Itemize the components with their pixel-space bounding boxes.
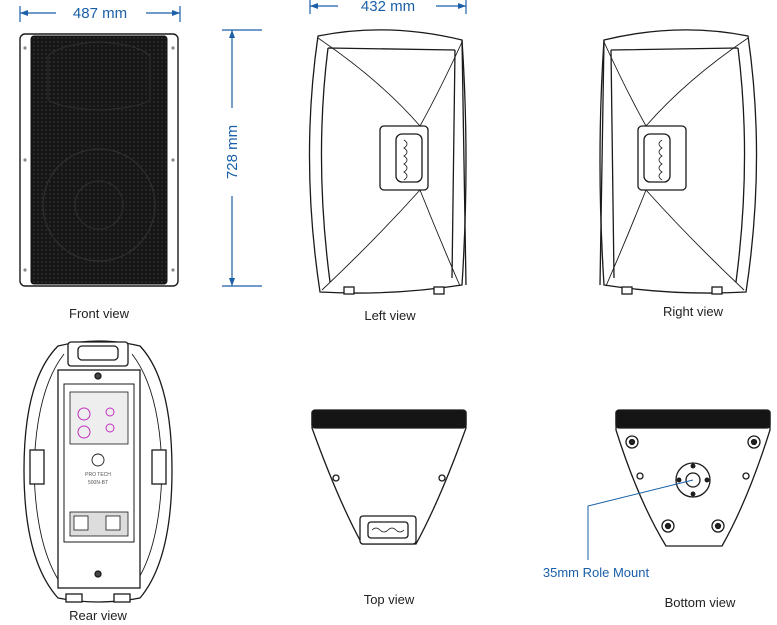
rear-view-label: Rear view [69, 608, 127, 623]
right-view-drawing [599, 29, 758, 295]
rear-panel-model: 500N-BT [88, 480, 108, 486]
rear-panel-brand: PRO TECH [85, 472, 111, 478]
front-view-label: Front view [69, 306, 130, 321]
pole-mount-label: 35mm Role Mount [543, 565, 650, 580]
right-view-label: Right view [663, 304, 724, 319]
left-view-drawing [308, 29, 467, 295]
width-dimension-label: 487 mm [73, 5, 127, 22]
depth-dimension [309, 0, 467, 14]
front-view-drawing [19, 33, 179, 287]
top-view-label: Top view [364, 592, 415, 607]
top-view-drawing [311, 409, 467, 545]
pole-mount-leader [587, 479, 694, 560]
bottom-view-label: Bottom view [665, 595, 736, 610]
rear-view-drawing [23, 340, 173, 603]
left-view-label: Left view [364, 308, 416, 323]
bottom-view-drawing [615, 409, 771, 547]
width-dimension [19, 6, 181, 22]
height-dimension [222, 29, 262, 287]
depth-dimension-label: 432 mm [361, 0, 415, 15]
height-dimension-label: 728 mm [224, 125, 241, 179]
